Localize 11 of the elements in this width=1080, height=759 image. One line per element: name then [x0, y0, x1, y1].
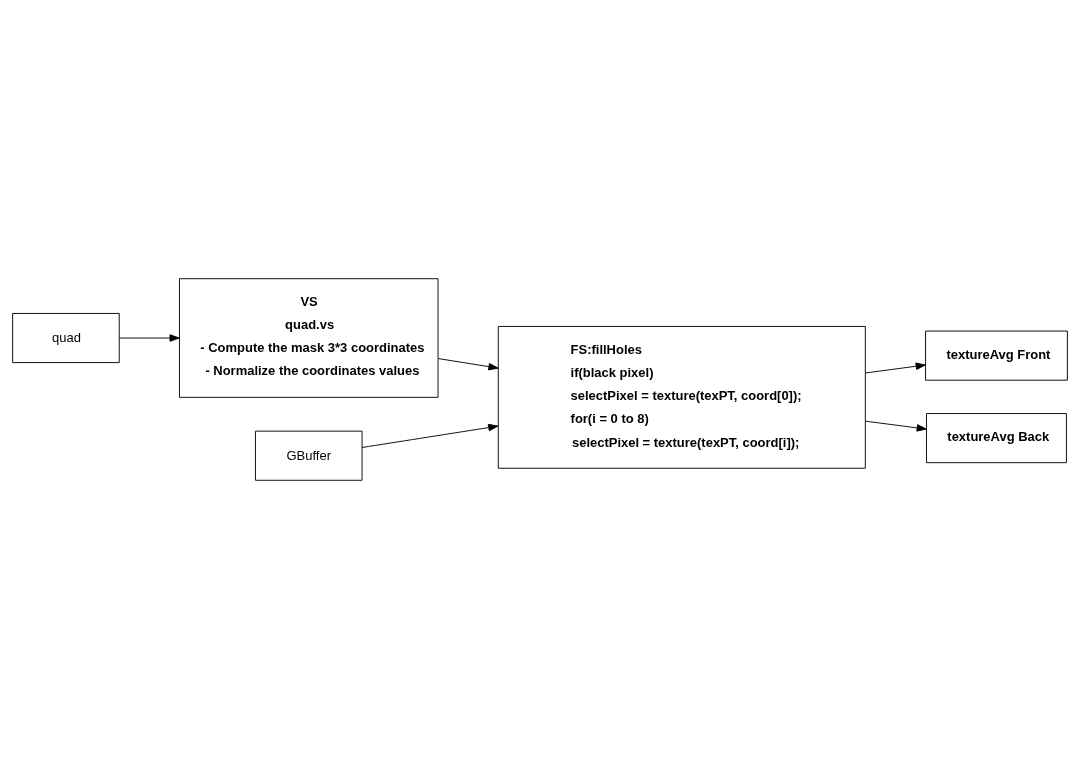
- node-box: quad: [12, 313, 120, 364]
- arrow: [361, 423, 499, 448]
- arrow: [865, 362, 926, 374]
- arrow: [437, 358, 499, 371]
- node-box: GBuffer: [255, 430, 363, 481]
- node-box: FS:fillHoles if(black pixel) selectPixel = texture(texPT, coord[0]); for(i = 0 to 8) selectPixel = texture(texPT, coord[i]);: [497, 325, 866, 469]
- node-box: textureAvg Back: [926, 413, 1067, 464]
- node-box: VS quad.vs - Compute the mask 3*3 coordinates - Normalize the coordinates values: [179, 278, 439, 398]
- node-box: textureAvg Front: [925, 330, 1068, 381]
- arrow: [118, 334, 180, 342]
- arrow: [865, 420, 927, 432]
